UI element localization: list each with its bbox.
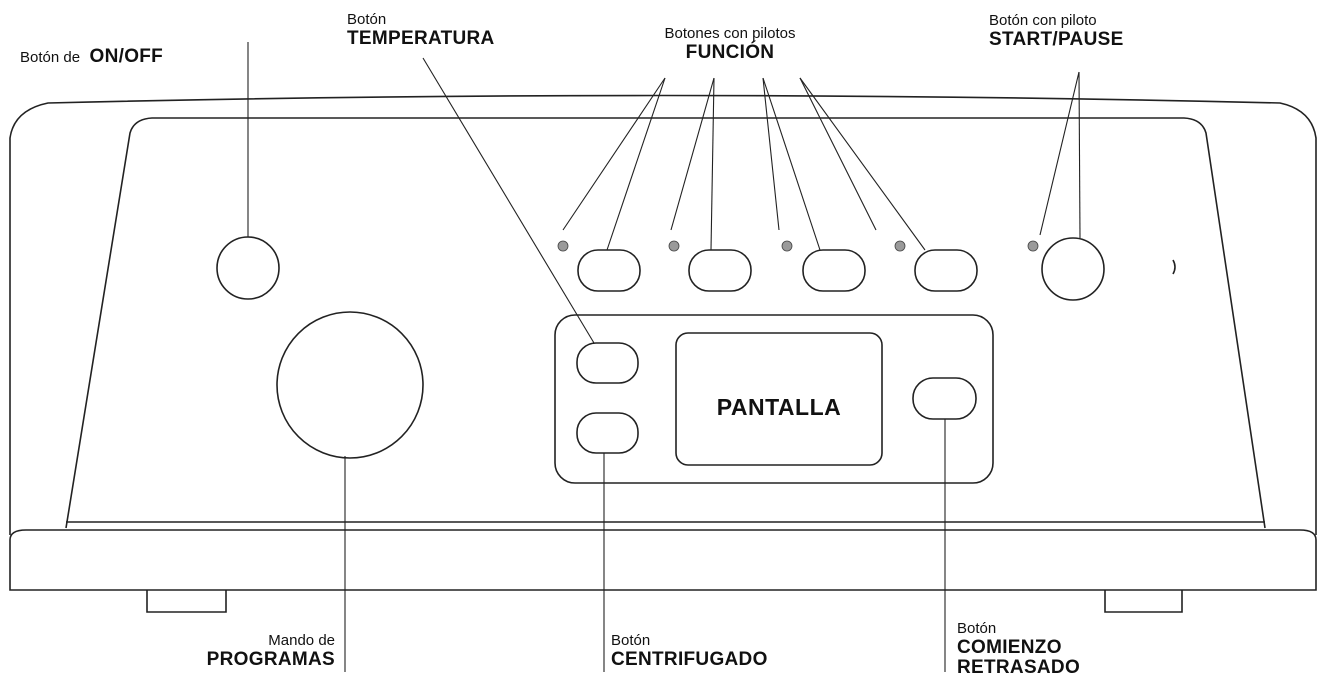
screen-display — [675, 332, 883, 466]
leader-startpause-b — [1078, 71, 1081, 239]
label-comienzo-name-line1: COMIENZO — [957, 636, 1062, 658]
label-onoff: Botón de ON/OFF — [20, 46, 164, 68]
leader-funcion-3b — [762, 77, 821, 251]
start-pause-button[interactable] — [1041, 237, 1105, 301]
leader-startpause-a — [1039, 71, 1080, 236]
function-pilot-3 — [781, 240, 793, 252]
label-startpause-name: START/PAUSE — [989, 28, 1124, 50]
leader-funcion-2a — [670, 77, 715, 231]
label-programas-name: PROGRAMAS — [206, 648, 335, 670]
leader-funcion-4a — [799, 77, 877, 231]
panel-outer-outline — [9, 94, 1317, 535]
label-funcion: Botones con pilotos FUNCIÓN — [630, 25, 830, 63]
leader-funcion-1b — [606, 77, 666, 251]
small-arc-mark — [1172, 259, 1176, 275]
label-centrifugado-name: CENTRIFUGADO — [611, 648, 768, 670]
function-button-3[interactable] — [802, 249, 866, 292]
label-programas: Mando de PROGRAMAS — [150, 632, 335, 670]
panel-inner-bezel — [65, 117, 1266, 529]
display-panel-frame — [554, 314, 994, 484]
label-temperatura-name: TEMPERATURA — [347, 27, 495, 49]
label-comienzo: Botón COMIENZO RETRASADO — [957, 620, 1081, 679]
function-pilot-4 — [894, 240, 906, 252]
leader-funcion-1a — [562, 77, 666, 231]
label-funcion-small: Botones con pilotos — [664, 25, 796, 42]
function-button-1[interactable] — [577, 249, 641, 292]
spin-button[interactable] — [576, 412, 639, 454]
function-pilot-2 — [668, 240, 680, 252]
panel-foot-left — [146, 590, 227, 613]
label-onoff-prefix: Botón de — [20, 49, 81, 66]
leader-funcion-4b — [799, 77, 926, 251]
delay-start-button[interactable] — [912, 377, 977, 420]
onoff-button[interactable] — [216, 236, 280, 300]
label-temperatura: Botón TEMPERATURA — [347, 11, 495, 49]
label-comienzo-name-line2: RETRASADO — [957, 657, 1081, 679]
panel-bottom-strip — [9, 529, 1317, 591]
leader-funcion-2b — [710, 77, 715, 251]
panel-foot-right — [1104, 590, 1183, 613]
leader-funcion-3a — [762, 77, 780, 231]
temperature-button[interactable] — [576, 342, 639, 384]
program-dial[interactable] — [276, 311, 424, 459]
screen-label: PANTALLA — [716, 394, 842, 420]
function-button-2[interactable] — [688, 249, 752, 292]
label-programas-small: Mando de — [268, 632, 335, 649]
label-onoff-name: ON/OFF — [89, 46, 164, 67]
label-centrifugado-small: Botón — [611, 632, 651, 649]
label-startpause-small: Botón con piloto — [989, 12, 1097, 29]
label-funcion-name: FUNCIÓN — [685, 41, 775, 63]
start-pause-pilot — [1027, 240, 1039, 252]
function-button-4[interactable] — [914, 249, 978, 292]
function-pilot-1 — [557, 240, 569, 252]
label-comienzo-small: Botón — [957, 620, 997, 637]
leader-temperatura — [422, 57, 595, 344]
label-centrifugado: Botón CENTRIFUGADO — [611, 632, 768, 670]
label-startpause: Botón con piloto START/PAUSE — [989, 12, 1124, 50]
label-temperatura-small: Botón — [347, 11, 387, 28]
